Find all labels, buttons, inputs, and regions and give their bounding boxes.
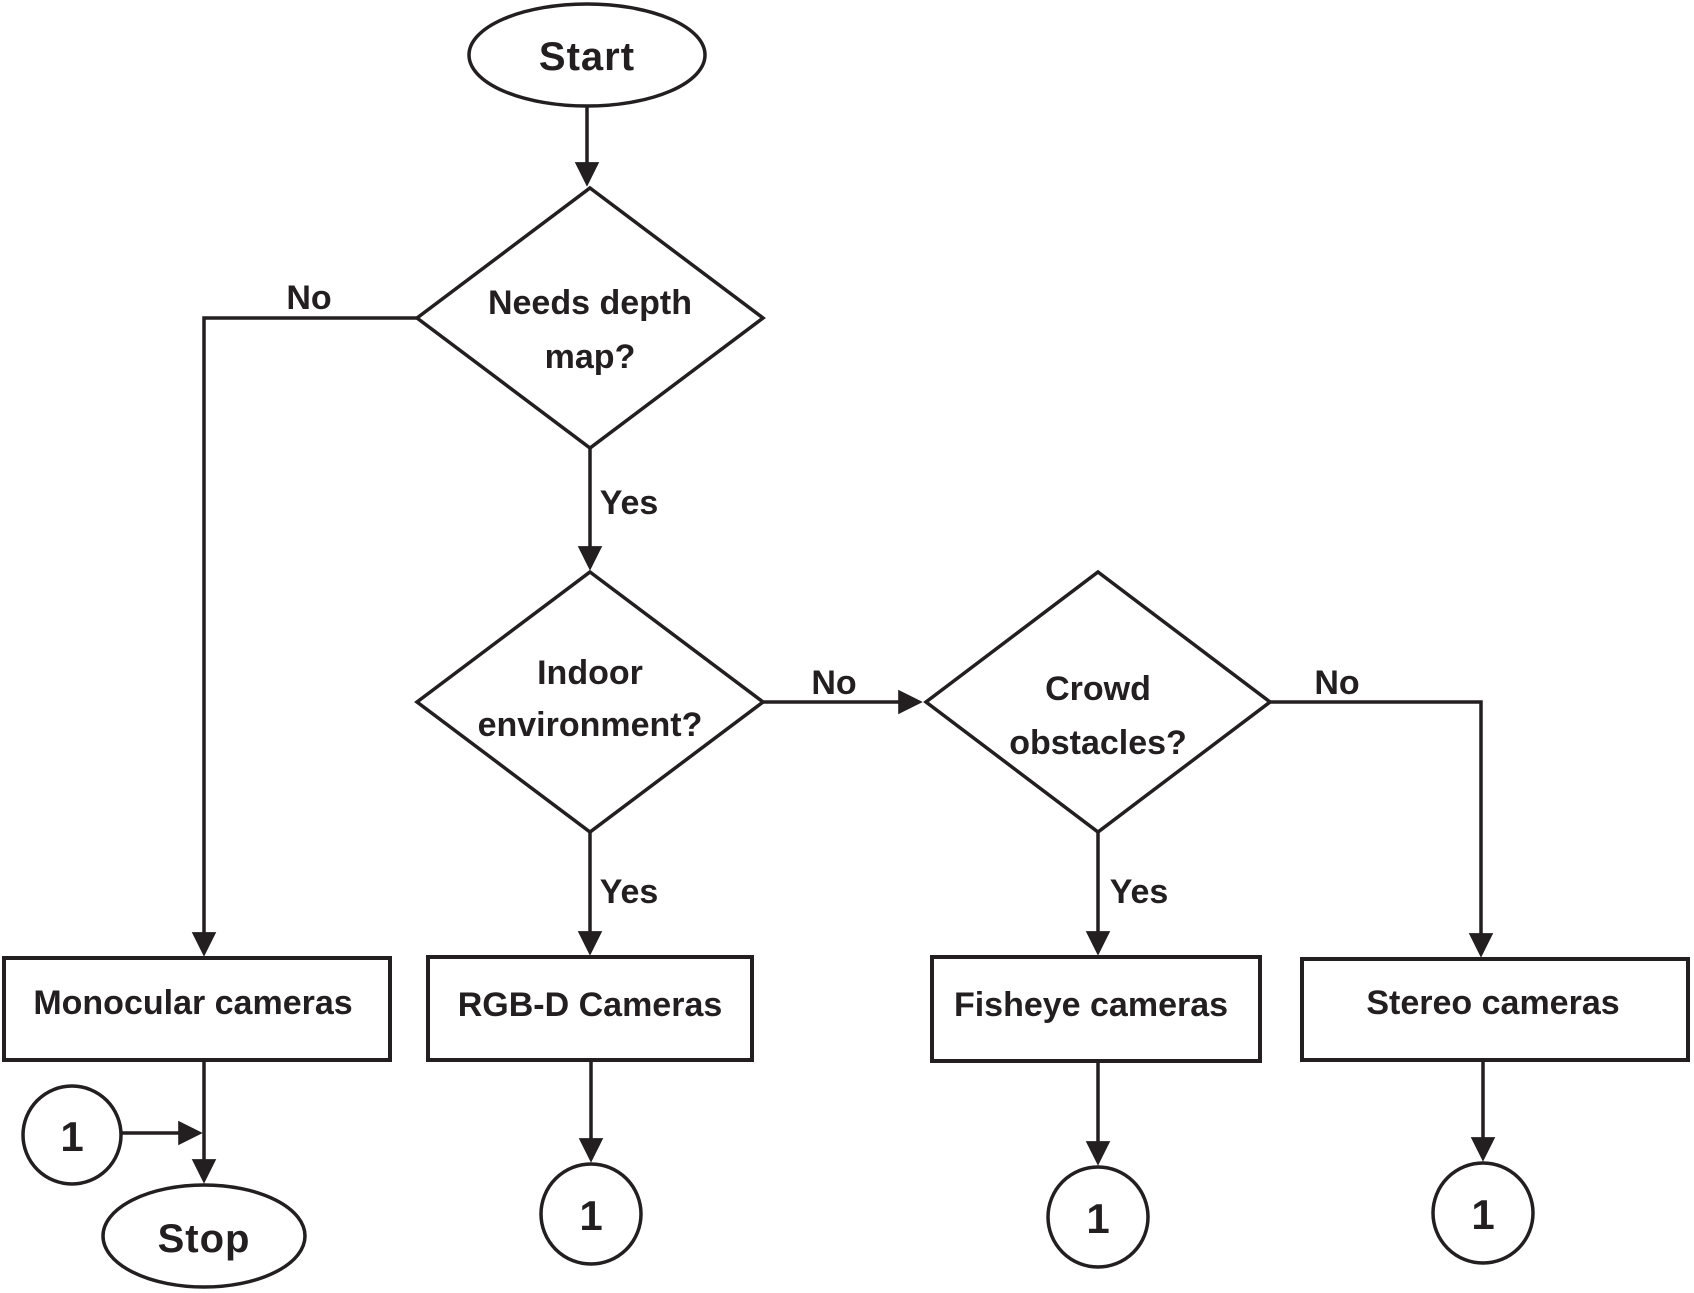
node-connector-stereo: 1 bbox=[1431, 1161, 1535, 1265]
edge-needs-depth-no-line bbox=[191, 316, 417, 957]
node-connector-fisheye: 1 bbox=[1046, 1165, 1150, 1269]
needs-depth-label-line1: Needs depth bbox=[488, 284, 692, 322]
edge-needs-depth-yes: Yes bbox=[577, 448, 659, 571]
edge-needs-depth-no: No bbox=[191, 279, 417, 957]
edge-label-indoor-yes: Yes bbox=[600, 873, 659, 911]
edge-label-indoor-no: No bbox=[811, 664, 856, 702]
crowd-label-line2: obstacles? bbox=[1009, 724, 1187, 762]
indoor-label-line2: environment? bbox=[478, 706, 703, 744]
node-process-monocular: Monocular cameras bbox=[2, 956, 392, 1062]
connector-rgbd-label: 1 bbox=[579, 1192, 602, 1239]
edge-crowd-no: No bbox=[1270, 664, 1494, 958]
connector-fisheye-label: 1 bbox=[1086, 1195, 1109, 1242]
node-stop: Stop bbox=[101, 1183, 307, 1289]
fisheye-label: Fisheye cameras bbox=[954, 986, 1228, 1024]
node-connector-monocular: 1 bbox=[21, 1084, 123, 1186]
connector-stereo-label: 1 bbox=[1471, 1191, 1494, 1238]
edge-label-crowd-yes: Yes bbox=[1110, 873, 1169, 911]
monocular-box bbox=[2, 956, 392, 1062]
needs-depth-label-line2: map? bbox=[545, 338, 636, 376]
indoor-diamond bbox=[414, 569, 766, 835]
edge-crowd-yes: Yes bbox=[1085, 832, 1169, 956]
monocular-label: Monocular cameras bbox=[33, 984, 352, 1022]
edge-crowd-no-line bbox=[1270, 700, 1494, 958]
node-connector-rgbd: 1 bbox=[539, 1162, 643, 1266]
node-process-stereo: Stereo cameras bbox=[1300, 957, 1690, 1062]
fisheye-box bbox=[930, 955, 1262, 1063]
crowd-diamond bbox=[923, 569, 1273, 835]
edge-label-crowd-no: No bbox=[1314, 664, 1359, 702]
connector-monocular-circle bbox=[21, 1084, 123, 1186]
rgbd-label: RGB-D Cameras bbox=[458, 986, 723, 1024]
start-label: Start bbox=[539, 35, 635, 79]
indoor-label-line1: Indoor bbox=[537, 654, 643, 692]
connector-rgbd-circle bbox=[539, 1162, 643, 1266]
node-process-fisheye: Fisheye cameras bbox=[930, 955, 1262, 1063]
node-process-rgbd: RGB-D Cameras bbox=[426, 955, 754, 1062]
node-decision-indoor: Indoor environment? bbox=[414, 569, 766, 835]
crowd-label-line1: Crowd bbox=[1045, 670, 1151, 708]
edge-indoor-yes: Yes bbox=[577, 832, 659, 956]
stop-label: Stop bbox=[158, 1217, 251, 1261]
edge-indoor-no: No bbox=[763, 664, 923, 715]
connector-fisheye-circle bbox=[1046, 1165, 1150, 1269]
connector-monocular-label: 1 bbox=[60, 1113, 83, 1160]
rgbd-box bbox=[426, 955, 754, 1062]
node-decision-needs-depth: Needs depth map? bbox=[414, 185, 766, 451]
stereo-box bbox=[1300, 957, 1690, 1062]
stop-ellipse bbox=[101, 1183, 307, 1289]
node-start: Start bbox=[467, 2, 707, 108]
connector-stereo-circle bbox=[1431, 1161, 1535, 1265]
stereo-label: Stereo cameras bbox=[1366, 984, 1619, 1022]
start-ellipse bbox=[467, 2, 707, 108]
edge-label-needs-depth-no: No bbox=[286, 279, 331, 317]
needs-depth-diamond bbox=[414, 185, 766, 451]
node-decision-crowd: Crowd obstacles? bbox=[923, 569, 1273, 835]
edge-label-needs-depth-yes: Yes bbox=[600, 484, 659, 522]
